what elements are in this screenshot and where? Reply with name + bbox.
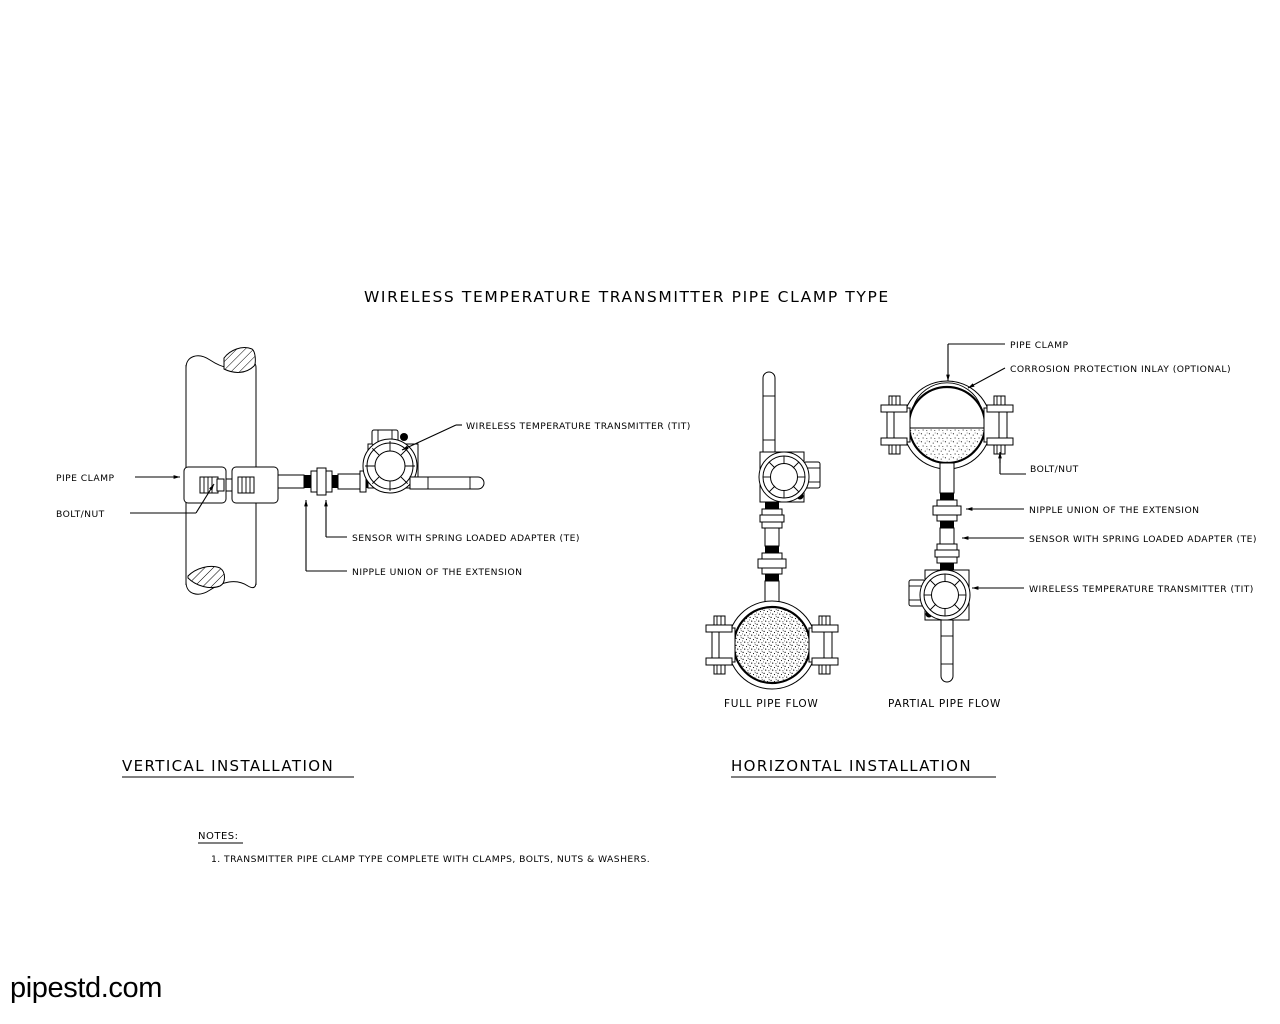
- clamp-bolt-right: [237, 476, 255, 494]
- note-item: 1. TRANSMITTER PIPE CLAMP TYPE COMPLETE …: [211, 854, 650, 865]
- horizontal-installation-figure: FULL PIPE FLOW: [705, 340, 1257, 710]
- vertical-installation-figure: PIPE CLAMP BOLT/NUT WIRELESS TEMPERATURE…: [56, 347, 691, 595]
- label-horizontal-nipple: NIPPLE UNION OF THE EXTENSION: [1029, 505, 1199, 516]
- nipple-union-fitting: [310, 467, 333, 496]
- full-flow-nipple-union: [757, 552, 787, 575]
- vertical-leaders: [130, 424, 462, 572]
- label-vertical-bolt-nut: BOLT/NUT: [56, 509, 105, 520]
- full-pipe-flow-figure: FULL PIPE FLOW: [705, 371, 839, 710]
- full-flow-pipe-clamp: [705, 600, 839, 690]
- label-vertical-nipple: NIPPLE UNION OF THE EXTENSION: [352, 567, 522, 578]
- clamp-bolt-left: [199, 476, 225, 494]
- label-corrosion-inlay: CORROSION PROTECTION INLAY (OPTIONAL): [1010, 364, 1231, 375]
- full-flow-antenna: [762, 371, 776, 453]
- partial-flow-bolt-right: [983, 395, 1014, 455]
- label-horizontal-bolt-nut: BOLT/NUT: [1030, 464, 1079, 475]
- label-horizontal-transmitter: WIRELESS TEMPERATURE TRANSMITTER (TIT): [1029, 584, 1254, 595]
- drawing-title: WIRELESS TEMPERATURE TRANSMITTER PIPE CL…: [364, 288, 890, 306]
- horizontal-leaders: [946, 343, 1026, 590]
- full-flow-housing-fins: [763, 456, 805, 498]
- partial-flow-transmitter-head: [908, 569, 971, 683]
- corrosion-inlay-arc: [912, 382, 982, 408]
- partial-flow-extension: [932, 462, 962, 570]
- full-flow-transmitter-head: [758, 451, 821, 503]
- sensor-barrel: [337, 473, 361, 490]
- caption-partial-pipe-flow: PARTIAL PIPE FLOW: [888, 698, 1001, 710]
- label-vertical-pipe-clamp: PIPE CLAMP: [56, 473, 115, 484]
- pipe-break-hatch-top: [223, 347, 256, 373]
- full-flow-bolt-left: [705, 615, 736, 675]
- partial-flow-fluid: [909, 428, 985, 463]
- notes-block: NOTES: 1. TRANSMITTER PIPE CLAMP TYPE CO…: [198, 831, 650, 865]
- vertical-pipe-clamp: [183, 466, 279, 504]
- vertical-pipe: [185, 347, 257, 595]
- vertical-transmitter-head: [362, 429, 485, 494]
- partial-flow-nipple-union: [932, 499, 962, 522]
- partial-flow-housing-fins: [924, 574, 966, 616]
- section-headings: VERTICAL INSTALLATION HORIZONTAL INSTALL…: [122, 757, 996, 778]
- partial-pipe-flow-figure: PARTIAL PIPE FLOW: [880, 380, 1014, 710]
- partial-flow-pipe-clamp: [880, 380, 1014, 470]
- notes-heading: NOTES:: [198, 831, 239, 842]
- partial-flow-bolt-left: [880, 395, 911, 455]
- site-watermark: pipestd.com: [10, 972, 162, 1004]
- vertical-extension-assembly: [277, 467, 371, 496]
- heading-horizontal-installation: HORIZONTAL INSTALLATION: [731, 757, 972, 775]
- full-flow-bolt-right: [808, 615, 839, 675]
- housing-fins: [365, 441, 415, 491]
- label-horizontal-sensor: SENSOR WITH SPRING LOADED ADAPTER (TE): [1029, 534, 1257, 545]
- heading-vertical-installation: VERTICAL INSTALLATION: [122, 757, 334, 775]
- label-vertical-transmitter: WIRELESS TEMPERATURE TRANSMITTER (TIT): [466, 421, 691, 432]
- antenna: [409, 476, 485, 490]
- label-horizontal-pipe-clamp: PIPE CLAMP: [1010, 340, 1069, 351]
- partial-flow-antenna: [940, 619, 954, 683]
- caption-full-pipe-flow: FULL PIPE FLOW: [724, 698, 818, 710]
- pipe-break-hatch-bottom: [187, 565, 225, 589]
- thread-band: [304, 475, 311, 488]
- label-vertical-sensor: SENSOR WITH SPRING LOADED ADAPTER (TE): [352, 533, 580, 544]
- full-flow-fluid: [732, 605, 812, 685]
